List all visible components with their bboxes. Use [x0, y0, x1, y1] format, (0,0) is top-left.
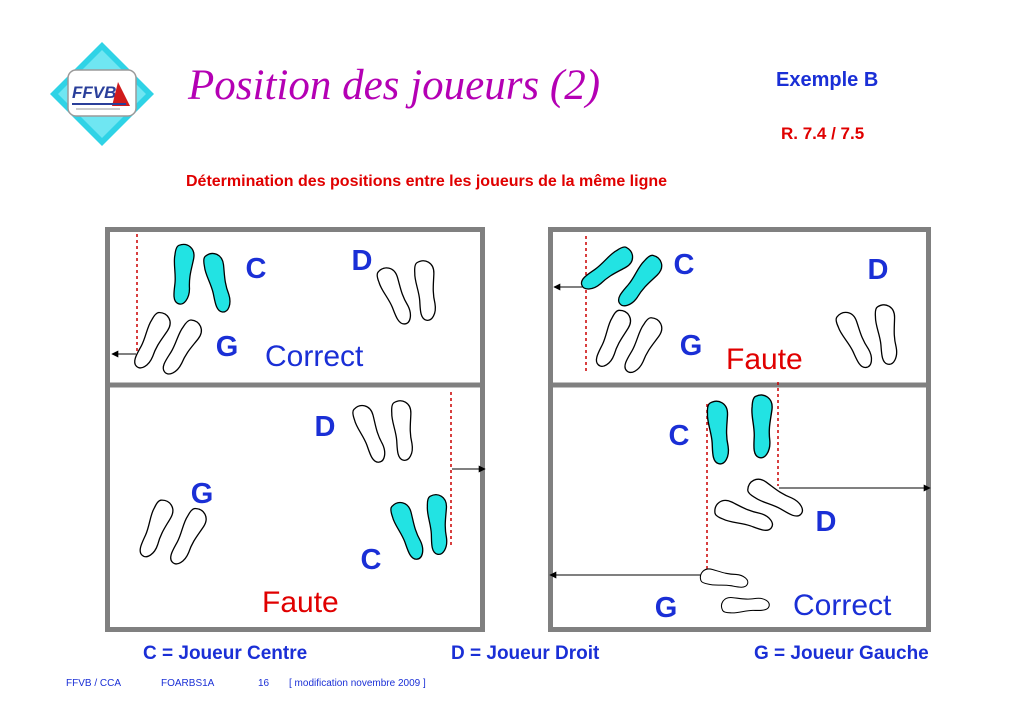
player-center-feet: [706, 394, 774, 466]
verdict: Correct: [265, 340, 364, 373]
legend-right: D = Joueur Droit: [451, 643, 600, 664]
player-center-feet: [576, 243, 667, 312]
label-g: G: [216, 331, 239, 363]
label-d: D: [868, 254, 889, 286]
logo-text: FFVB: [72, 83, 116, 102]
label-c: C: [361, 544, 382, 576]
player-center-feet: [169, 242, 234, 315]
panel-top-right: C D G Faute: [553, 236, 900, 377]
player-right-feet: [349, 399, 415, 466]
legend-left: G = Joueur Gauche: [754, 643, 929, 664]
label-d: D: [352, 245, 373, 277]
rule-reference: R. 7.4 / 7.5: [781, 124, 865, 143]
court-right: [548, 227, 931, 632]
panel-bottom-left: D G C Faute: [133, 392, 486, 619]
player-center-feet: [387, 493, 449, 563]
label-c: C: [674, 249, 695, 281]
ffvb-logo-icon: FFVB: [50, 42, 154, 146]
label-g: G: [655, 592, 678, 624]
player-left-feet: [698, 567, 770, 614]
footer-note: [ modification novembre 2009 ]: [289, 678, 426, 689]
label-d: D: [315, 411, 336, 443]
label-c: C: [246, 253, 267, 285]
legend-center: C = Joueur Centre: [143, 643, 308, 664]
player-right-feet: [832, 303, 900, 372]
panel-bottom-right: C D G Correct: [549, 382, 931, 624]
verdict: Correct: [793, 589, 892, 622]
player-right-feet: [711, 474, 807, 537]
label-d: D: [816, 506, 837, 538]
footer-page: 16: [258, 678, 270, 689]
page-title: Position des joueurs (2): [188, 62, 601, 109]
example-label: Exemple B: [776, 69, 879, 91]
verdict: Faute: [726, 343, 803, 376]
label-g: G: [191, 478, 214, 510]
subtitle: Détermination des positions entre les jo…: [186, 173, 668, 190]
label-c: C: [669, 420, 690, 452]
label-g: G: [680, 330, 703, 362]
court-left: [105, 227, 485, 632]
player-right-feet: [374, 259, 438, 328]
footer-code: FOARBS1A: [161, 678, 215, 689]
panel-top-left: C D G Correct: [111, 234, 438, 379]
player-left-feet: [128, 309, 207, 379]
footer-org: FFVB / CCA: [66, 678, 122, 689]
player-left-feet: [590, 307, 667, 377]
verdict: Faute: [262, 586, 339, 619]
